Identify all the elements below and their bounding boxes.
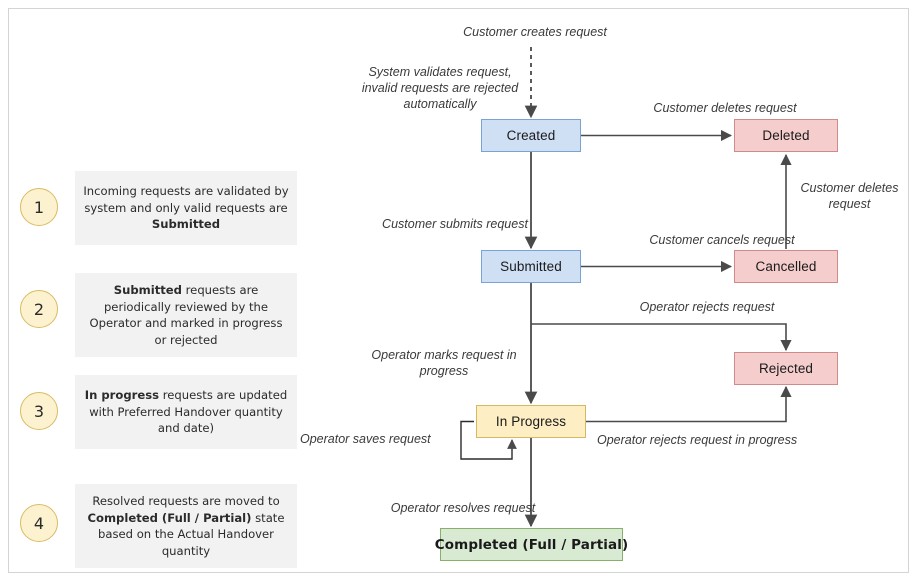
- legend-item-1: 1 Incoming requests are validated by sys…: [20, 171, 305, 245]
- state-completed[interactable]: Completed (Full / Partial): [435, 528, 628, 561]
- legend-item-3: 3 In progress requests are updated with …: [20, 375, 305, 449]
- edge-label-operator-resolves-request: Operator resolves request: [390, 501, 536, 515]
- state-rejected[interactable]: Rejected: [734, 352, 838, 385]
- legend-text-4: Resolved requests are moved to Completed…: [75, 484, 297, 568]
- edge-label-customer-creates-request: Customer creates request: [463, 25, 607, 39]
- state-submitted[interactable]: Submitted: [481, 250, 581, 283]
- legend-text-3: In progress requests are updated with Pr…: [75, 375, 297, 449]
- legend-badge-2: 2: [20, 290, 58, 328]
- edge-label-operator-saves-request: Operator saves request: [300, 432, 431, 446]
- legend-text-2: Submitted requests are periodically revi…: [75, 273, 297, 357]
- edge-label-customer-deletes-request: Customer deletes request: [653, 101, 797, 115]
- legend-item-2: 2 Submitted requests are periodically re…: [20, 273, 305, 357]
- state-created[interactable]: Created: [481, 119, 581, 152]
- edge-label-customer-cancels-request: Customer cancels request: [649, 233, 795, 247]
- legend-badge-4: 4: [20, 504, 58, 542]
- edge-label-system-validates-request: System validates request, invalid reques…: [361, 65, 519, 111]
- legend-badge-3: 3: [20, 392, 58, 430]
- state-in-progress[interactable]: In Progress: [476, 405, 586, 438]
- legend-badge-1: 1: [20, 188, 58, 226]
- edge-label-operator-marks-in-progress: Operator marks request in progress: [371, 348, 517, 378]
- legend-item-4: 4 Resolved requests are moved to Complet…: [20, 484, 305, 568]
- edge-label-customer-submits-request: Customer submits request: [382, 217, 528, 231]
- legend-text-1: Incoming requests are validated by syste…: [75, 171, 297, 245]
- edge-label-operator-rejects-in-progress: Operator rejects request in progress: [597, 433, 798, 447]
- state-cancelled[interactable]: Cancelled: [734, 250, 838, 283]
- edge-label-customer-deletes-request-2: Customer deletes request: [800, 181, 899, 211]
- state-deleted[interactable]: Deleted: [734, 119, 838, 152]
- edge-label-operator-rejects-request: Operator rejects request: [639, 300, 775, 314]
